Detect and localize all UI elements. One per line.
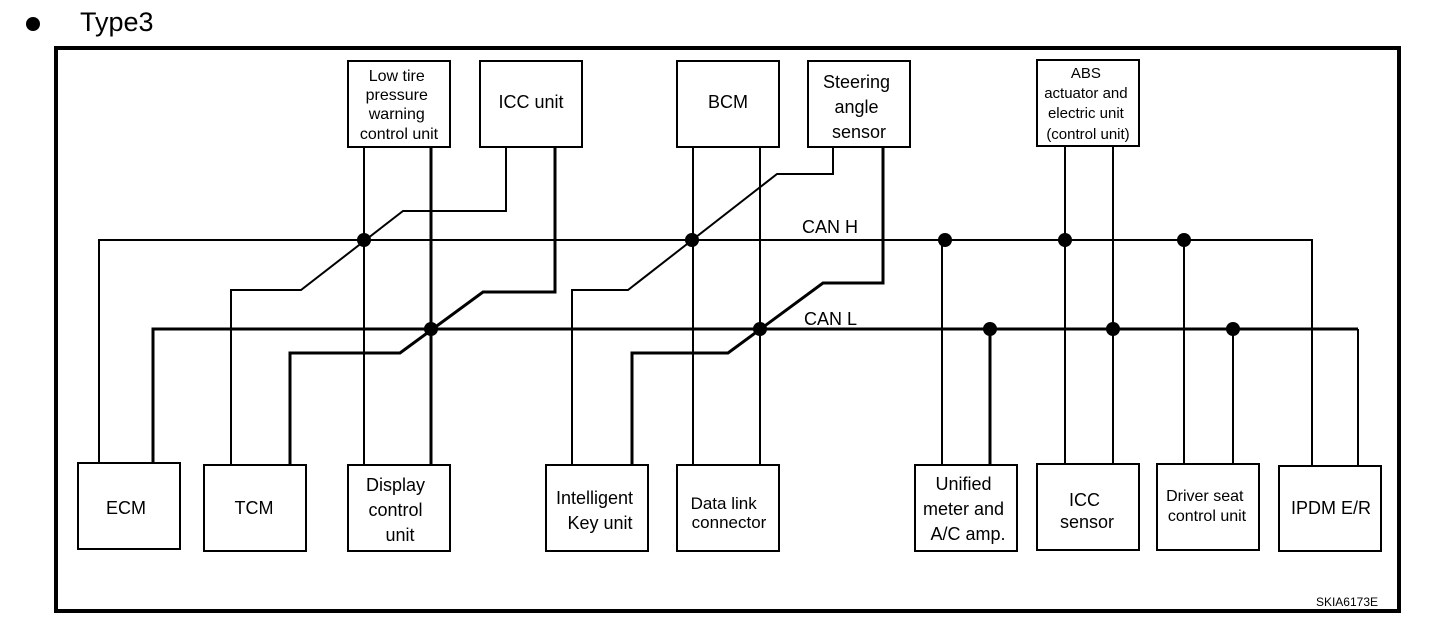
svg-text:Driver seat control unit: Driver seat control unit [1166, 488, 1248, 525]
unit-label-line: BCM [708, 92, 748, 112]
unit-label-line: A/C amp. [930, 524, 1005, 544]
diagram-title: Type3 [80, 6, 154, 37]
svg-text:ICC sensor: ICC sensor [1060, 490, 1114, 532]
unit-label-line: control [368, 500, 422, 520]
wires-icc-unit [230, 146, 557, 465]
unit-label-line: warning [368, 106, 425, 123]
unit-label-line: actuator and [1044, 85, 1127, 102]
unit-label-line: ECM [106, 498, 146, 518]
bullet-icon [26, 17, 40, 31]
junction-dot [753, 322, 767, 336]
figure-code: SKIA6173E [1316, 595, 1378, 609]
unit-label-line: ICC [1069, 490, 1100, 510]
can-l-bus [151, 327, 1359, 465]
wires-steering [571, 146, 885, 465]
svg-text:Low tire pressure: Low tire pressure warning control unit [360, 68, 439, 143]
unit-ipdm: IPDM E/R [1278, 465, 1382, 552]
unit-label-line: Key unit [567, 513, 632, 533]
wires-meter [941, 240, 992, 465]
unit-label-line: ICC unit [498, 92, 563, 112]
unit-steering: Steering angle sensor [807, 60, 911, 148]
unit-ikey: Intelligent Key unit [545, 464, 649, 552]
svg-text:ABS actuator and e: ABS actuator and electric unit (control … [1044, 65, 1132, 143]
unit-label-line: Low tire [369, 68, 425, 85]
unit-label-line: Steering [823, 72, 890, 92]
wires-bcm [692, 146, 761, 465]
diagram-frame [54, 46, 1401, 613]
unit-label-line: Driver seat [1166, 488, 1244, 505]
unit-label-line: control unit [1168, 508, 1247, 525]
unit-label-line: electric unit [1048, 105, 1125, 122]
junction-dot [1226, 322, 1240, 336]
unit-label-line: IPDM E/R [1291, 498, 1371, 518]
junction-dot [938, 233, 952, 247]
unit-label-line: angle [834, 97, 878, 117]
unit-label-line: pressure [366, 87, 428, 104]
unit-meter: Unified meter and A/C amp. [914, 464, 1018, 552]
unit-display: Display control unit [347, 464, 451, 552]
unit-dlc: Data link connector [676, 464, 780, 552]
unit-low-tire: Low tire pressure warning control unit [347, 60, 451, 148]
unit-label-line: TCM [235, 498, 274, 518]
junction-dot [1177, 233, 1191, 247]
svg-text:Display control un: Display control unit [366, 475, 430, 545]
can-l-label: CAN L [804, 309, 857, 329]
unit-label-line: Intelligent [556, 488, 633, 508]
unit-label-line: control unit [360, 126, 439, 143]
can-h-bus [98, 239, 1313, 465]
unit-label-line: sensor [832, 122, 886, 142]
unit-icc-sensor: ICC sensor [1036, 463, 1140, 551]
unit-label-line: Unified [935, 474, 991, 494]
svg-text:Unified meter and: Unified meter and A/C amp. [923, 474, 1009, 544]
unit-label-line: (control unit) [1046, 126, 1129, 143]
unit-bcm: BCM [676, 60, 780, 148]
wires-low-tire [363, 146, 433, 465]
svg-text:Intelligent Key unit: Intelligent Key unit [556, 488, 638, 533]
unit-label-line: meter and [923, 499, 1004, 519]
svg-text:Steering angle sen: Steering angle sensor [823, 72, 895, 142]
unit-seat: Driver seat control unit [1156, 463, 1260, 551]
wires-seat [1183, 240, 1234, 465]
title-row: Type3 [26, 4, 154, 40]
unit-abs: ABS actuator and electric unit (control … [1036, 59, 1140, 147]
wires-abs [1064, 146, 1114, 465]
unit-label-line: ABS [1071, 65, 1101, 82]
junction-dot [1058, 233, 1072, 247]
unit-label-line: Data link [691, 494, 758, 513]
junction-dot [983, 322, 997, 336]
unit-label-line: sensor [1060, 512, 1114, 532]
junction-dots [357, 233, 1240, 336]
junction-dot [1106, 322, 1120, 336]
unit-label-line: Display [366, 475, 425, 495]
unit-icc-unit: ICC unit [479, 60, 583, 148]
junction-dot [685, 233, 699, 247]
unit-label-line: connector [692, 513, 767, 532]
unit-ecm: ECM [77, 462, 181, 550]
unit-tcm: TCM [203, 464, 307, 552]
junction-dot [357, 233, 371, 247]
unit-label-line: unit [385, 525, 414, 545]
junction-dot [424, 322, 438, 336]
can-h-label: CAN H [802, 217, 858, 237]
svg-text:Data link connector: Data link connector [691, 494, 767, 532]
